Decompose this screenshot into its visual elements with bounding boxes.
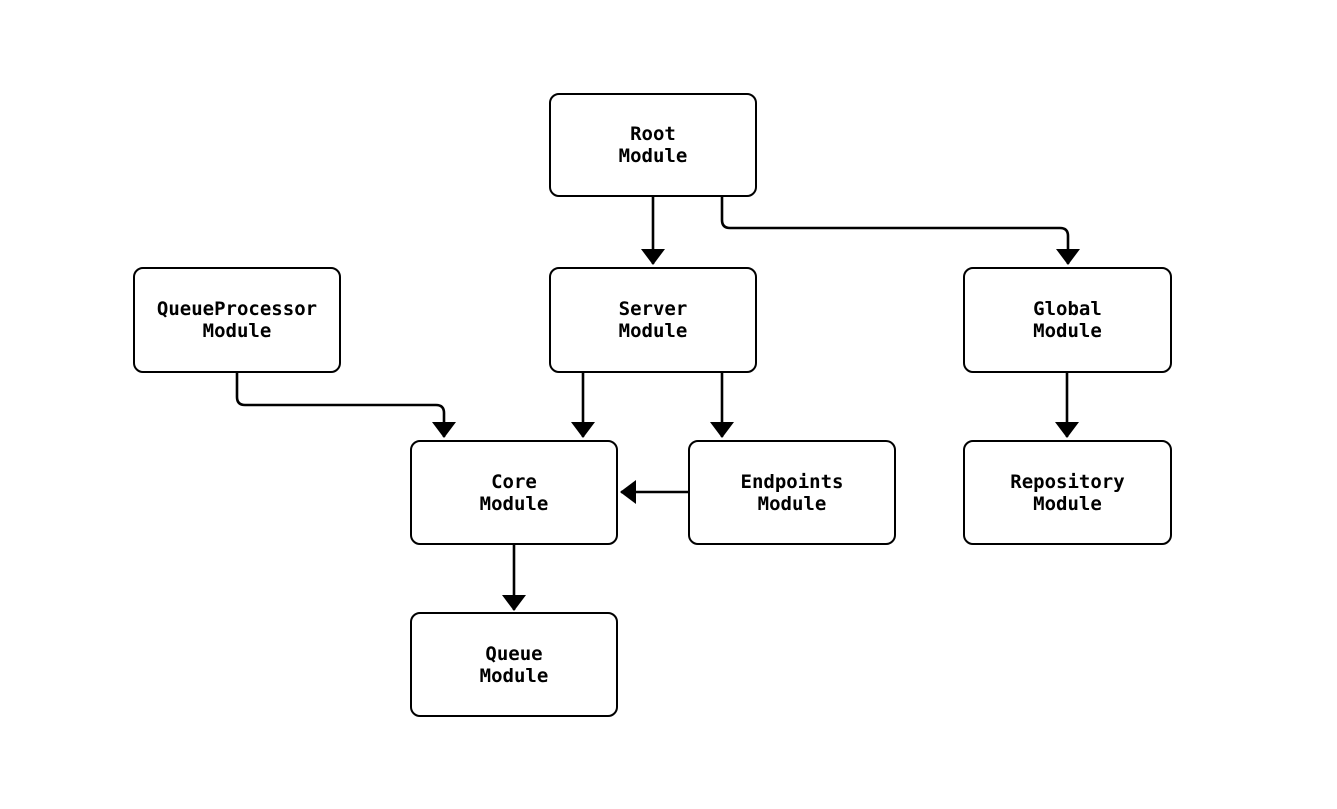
node-queue-module-label: Queue Module (479, 642, 549, 687)
edge-root-to-global (720, 197, 1080, 265)
node-repository-module: Repository Module (963, 440, 1172, 545)
node-global-module-label: Global Module (1033, 298, 1102, 342)
node-queueprocessor-module-label: QueueProcessor Module (156, 298, 318, 342)
node-global-module: Global Module (963, 267, 1172, 373)
node-server-module: Server Module (549, 267, 757, 373)
node-root-module-label: Root Module (618, 123, 688, 167)
node-repository-module-label: Repository Module (1010, 470, 1125, 515)
node-core-module-label: Core Module (479, 470, 549, 515)
edge-queueprocessor-to-core (235, 373, 456, 438)
node-endpoints-module-label: Endpoints Module (740, 470, 844, 515)
node-core-module: Core Module (410, 440, 618, 545)
node-queueprocessor-module: QueueProcessor Module (133, 267, 341, 373)
node-queue-module: Queue Module (410, 612, 618, 717)
node-server-module-label: Server Module (618, 298, 688, 342)
node-endpoints-module: Endpoints Module (688, 440, 896, 545)
node-root-module: Root Module (549, 93, 757, 197)
